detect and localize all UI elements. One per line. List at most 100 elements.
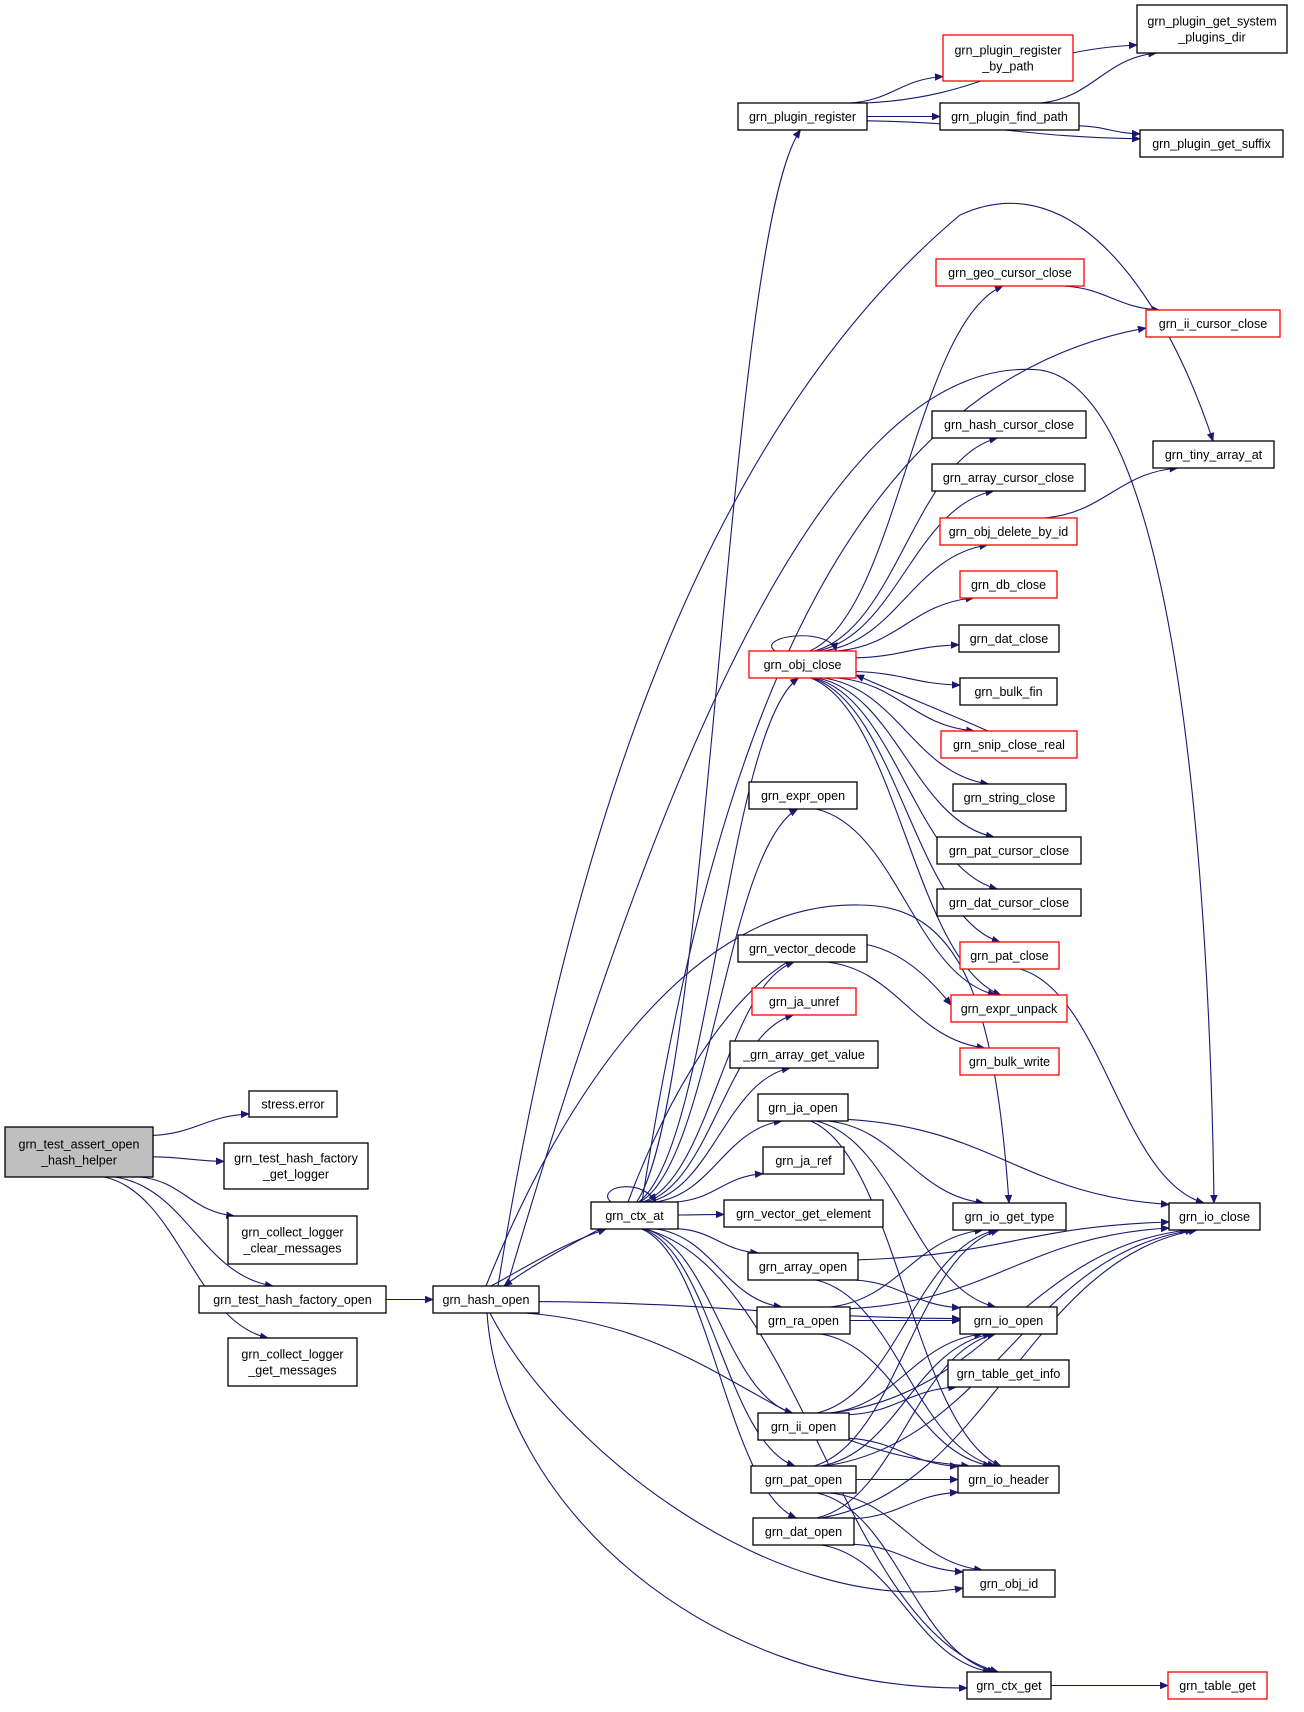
node-box [1145,309,1281,338]
edge-obj_close-to-snip_close_real [837,677,976,735]
node-io-open[interactable]: grn_io_open [959,1306,1058,1335]
node-box [1168,1202,1261,1231]
edge-line [538,1301,961,1323]
node-vector-get-element[interactable]: grn_vector_get_element [723,1199,884,1228]
edge-line [815,1120,997,1309]
node-label: _plugins_dir [1177,31,1245,45]
node-thf-open[interactable]: grn_test_hash_factory_open [198,1285,387,1314]
node-expr-unpack[interactable]: grn_expr_unpack [950,994,1068,1023]
edge-line [816,1332,997,1519]
node-io-close[interactable]: grn_io_close [1168,1202,1261,1231]
node-array-get-value[interactable]: _grn_array_get_value [729,1040,879,1069]
node-array-cursor-close[interactable]: grn_array_cursor_close [931,463,1086,492]
node-label: grn_obj_id [980,1577,1038,1591]
node-box [959,1047,1060,1076]
node-label: grn_ctx_get [976,1679,1042,1693]
node-ra-open[interactable]: grn_ra_open [756,1306,851,1335]
node-array-open[interactable]: grn_array_open [747,1252,859,1281]
node-pat-cursor-close[interactable]: grn_pat_cursor_close [936,836,1082,865]
node-geo-cursor-close[interactable]: grn_geo_cursor_close [935,258,1085,287]
node-label: grn_plugin_get_system [1147,15,1276,29]
node-box [762,1146,845,1175]
node-obj-close[interactable]: grn_obj_close [748,650,857,679]
node-label: grn_array_cursor_close [943,471,1074,485]
node-vector-decode[interactable]: grn_vector_decode [737,934,868,963]
node-hash-open[interactable]: grn_hash_open [432,1285,540,1314]
node-label: grn_plugin_get_suffix [1152,137,1271,151]
edge-line [811,677,1001,944]
node-table-get-info[interactable]: grn_table_get_info [947,1359,1070,1388]
node-ja-unref[interactable]: grn_ja_unref [751,987,857,1016]
node-label: grn_obj_close [764,658,842,672]
node-label: _grn_array_get_value [742,1048,865,1062]
node-io-get-type[interactable]: grn_io_get_type [952,1202,1067,1231]
node-obj-delete-by-id[interactable]: grn_obj_delete_by_id [939,517,1078,546]
edge-line [486,1312,968,1692]
edge-pat_open-to-io_close [824,1227,1195,1467]
node-ctx-get[interactable]: grn_ctx_get [966,1671,1052,1700]
node-box [931,463,1086,492]
node-ctx-at[interactable]: grn_ctx_at [590,1201,679,1230]
node-box [223,1142,369,1190]
edge-snip_close_real-to-obj_close [855,674,989,732]
node-ja-open[interactable]: grn_ja_open [757,1093,849,1122]
node-dat-open[interactable]: grn_dat_open [752,1517,855,1546]
edge-ctx_at-to-ja_ref [675,1170,764,1203]
node-box [931,410,1087,439]
node-string-close[interactable]: grn_string_close [952,783,1067,812]
edge-ctx_at-to-ja_open [655,1118,783,1203]
node-pat-open[interactable]: grn_pat_open [750,1465,857,1494]
node-stress-error[interactable]: stress.error [248,1090,338,1118]
edge-line [506,368,1218,1287]
edge-ii_open-to-io_open [829,1331,984,1414]
edge-array_open-to-io_close [857,1218,1170,1261]
node-label: grn_ja_ref [775,1154,832,1168]
node-thf-get-logger[interactable]: grn_test_hash_factory_get_logger [223,1142,369,1190]
edge-dat_open-to-io_header [853,1488,959,1520]
edge-line [497,202,1215,1287]
node-expr-open[interactable]: grn_expr_open [748,781,858,810]
edge-line [824,1227,1195,1467]
edge-ctx_at-to-obj_close [638,677,800,1203]
node-plugin-find-path[interactable]: grn_plugin_find_path [939,102,1080,131]
node-ii-cursor-close[interactable]: grn_ii_cursor_close [1145,309,1281,338]
edge-line [848,1383,958,1416]
node-obj-id[interactable]: grn_obj_id [962,1569,1056,1598]
edge-obj_close-to-pat_close [811,677,1001,944]
node-box [1139,129,1284,158]
node-plugin-register-by-path[interactable]: grn_plugin_register_by_path [942,34,1074,82]
node-dat-close[interactable]: grn_dat_close [958,624,1060,653]
edge-line [813,436,999,652]
edge-line [627,942,952,1203]
node-bulk-write[interactable]: grn_bulk_write [959,1047,1060,1076]
node-clear-messages[interactable]: grn_collect_logger_clear_messages [227,1215,358,1265]
node-label: _clear_messages [243,1242,342,1256]
node-table-get[interactable]: grn_table_get [1167,1671,1268,1700]
node-hash-cursor-close[interactable]: grn_hash_cursor_close [931,410,1087,439]
node-snip-close-real[interactable]: grn_snip_close_real [940,730,1078,759]
edge-line [503,1228,601,1287]
node-plugin-get-system[interactable]: grn_plugin_get_system _plugins_dir [1136,4,1288,54]
node-ii-open[interactable]: grn_ii_open [757,1412,850,1441]
node-pat-close[interactable]: grn_pat_close [959,941,1060,970]
node-label: grn_db_close [971,578,1046,592]
node-root[interactable]: grn_test_assert_open_hash_helper [4,1126,154,1178]
edge-geo_cursor_close-to-ii_cursor_close [1063,285,1161,314]
edge-line [816,1228,998,1414]
node-io-header[interactable]: grn_io_header [957,1465,1060,1494]
node-ja-ref[interactable]: grn_ja_ref [762,1146,845,1175]
node-label: grn_test_hash_factory_open [213,1293,371,1307]
node-tiny-array-at[interactable]: grn_tiny_array_at [1152,440,1275,469]
node-box [957,1465,1060,1494]
node-dat-cursor-close[interactable]: grn_dat_cursor_close [936,888,1082,917]
edge-line [641,325,1147,1203]
node-label: grn_table_get [1179,1679,1256,1693]
node-get-messages[interactable]: grn_collect_logger_get_messages [227,1337,358,1387]
node-plugin-get-suffix[interactable]: grn_plugin_get_suffix [1139,129,1284,158]
node-plugin-register[interactable]: grn_plugin_register [737,102,868,131]
node-db-close[interactable]: grn_db_close [959,570,1058,599]
node-bulk-fin[interactable]: grn_bulk_fin [959,677,1058,706]
node-label: grn_hash_cursor_close [944,418,1074,432]
edge-line [655,1118,783,1203]
